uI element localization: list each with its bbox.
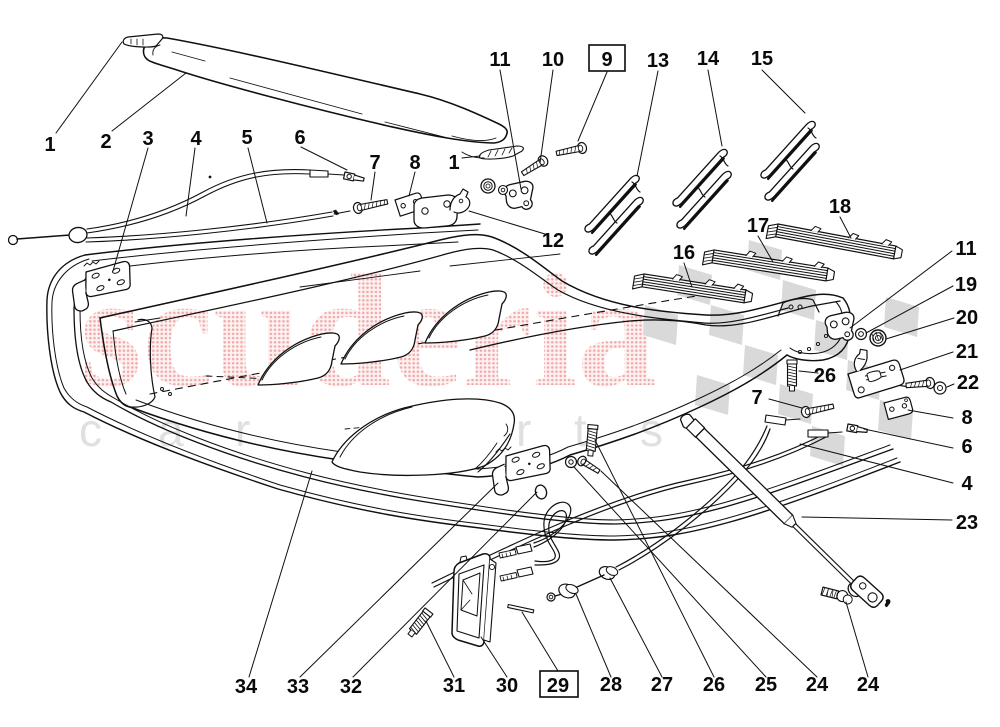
svg-text:3: 3: [142, 128, 153, 150]
svg-text:7: 7: [369, 152, 380, 174]
svg-text:11: 11: [955, 238, 976, 260]
svg-text:23: 23: [956, 512, 978, 534]
svg-text:4: 4: [190, 128, 202, 150]
svg-text:4: 4: [961, 473, 973, 495]
svg-text:34: 34: [235, 676, 258, 698]
svg-text:8: 8: [409, 152, 420, 174]
svg-text:24: 24: [857, 674, 880, 696]
svg-text:8: 8: [961, 407, 972, 429]
svg-text:22: 22: [957, 372, 979, 394]
svg-text:33: 33: [287, 676, 309, 698]
svg-text:29: 29: [547, 675, 569, 697]
svg-text:25: 25: [755, 674, 777, 696]
svg-text:r: r: [235, 404, 250, 456]
svg-text:10: 10: [542, 49, 564, 71]
svg-text:21: 21: [956, 341, 978, 363]
svg-text:18: 18: [829, 196, 851, 218]
svg-text:13: 13: [647, 50, 669, 72]
svg-text:t: t: [574, 404, 587, 456]
svg-text:32: 32: [340, 676, 362, 698]
svg-text:24: 24: [806, 674, 829, 696]
svg-text:9: 9: [601, 49, 612, 71]
svg-text:c: c: [79, 404, 102, 456]
svg-text:30: 30: [496, 675, 518, 697]
svg-text:12: 12: [542, 230, 564, 252]
svg-text:17: 17: [747, 215, 769, 237]
svg-text:1: 1: [44, 134, 55, 156]
svg-text:6: 6: [961, 436, 972, 458]
svg-text:27: 27: [651, 674, 673, 696]
svg-text:11: 11: [489, 49, 510, 71]
svg-text:28: 28: [600, 674, 622, 696]
svg-text:31: 31: [443, 675, 465, 697]
svg-text:15: 15: [751, 48, 773, 70]
svg-text:14: 14: [697, 48, 720, 70]
svg-text:7: 7: [751, 387, 762, 409]
svg-text:1: 1: [448, 152, 459, 174]
svg-text:26: 26: [814, 365, 836, 387]
svg-text:26: 26: [703, 674, 725, 696]
svg-text:a: a: [158, 404, 184, 456]
svg-text:19: 19: [955, 274, 977, 296]
svg-text:5: 5: [241, 127, 252, 149]
svg-text:16: 16: [673, 242, 695, 264]
svg-text:6: 6: [294, 127, 305, 149]
svg-text:20: 20: [956, 307, 978, 329]
svg-text:2: 2: [100, 131, 111, 153]
svg-text:r: r: [516, 404, 531, 456]
